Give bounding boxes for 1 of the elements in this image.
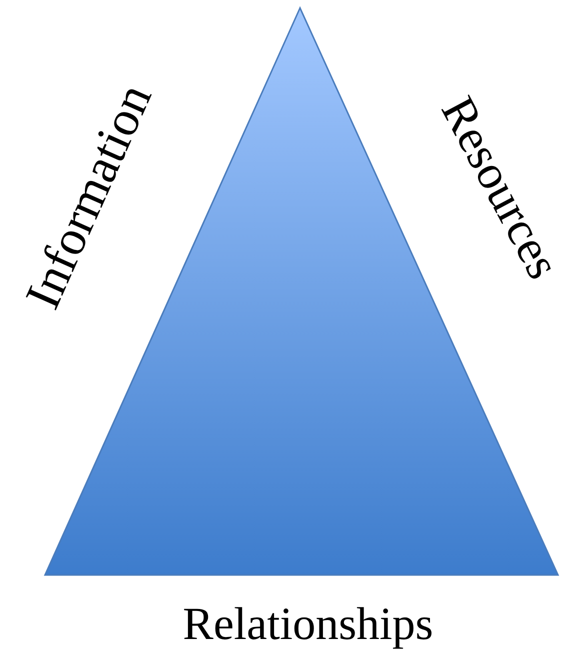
side-label: Relationships (182, 601, 434, 647)
